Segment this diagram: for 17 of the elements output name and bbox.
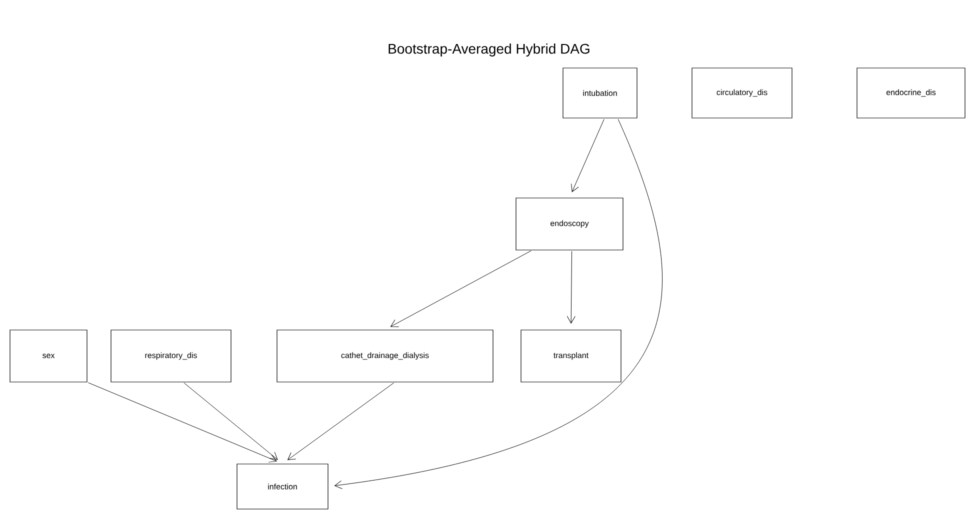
- node-box: intubation: [562, 68, 638, 118]
- arrow: [334, 118, 662, 490]
- node-box: endoscopy: [516, 198, 624, 250]
- node-box: infection: [236, 464, 328, 510]
- node-box: cathet_drainage_dialysis: [276, 330, 494, 382]
- arrow: [390, 250, 532, 328]
- node-box: transplant: [520, 330, 622, 382]
- arrow: [566, 251, 576, 324]
- node-box: endocrine_dis: [856, 68, 966, 118]
- arrow: [571, 118, 604, 192]
- title: Bootstrap-Averaged Hybrid DAG: [388, 43, 590, 57]
- arrow: [184, 382, 278, 460]
- node-box: sex: [10, 330, 88, 382]
- arrow: [288, 382, 394, 460]
- arrow: [88, 382, 277, 462]
- node-box: respiratory_dis: [110, 330, 232, 382]
- node-box: circulatory_dis: [692, 68, 792, 118]
